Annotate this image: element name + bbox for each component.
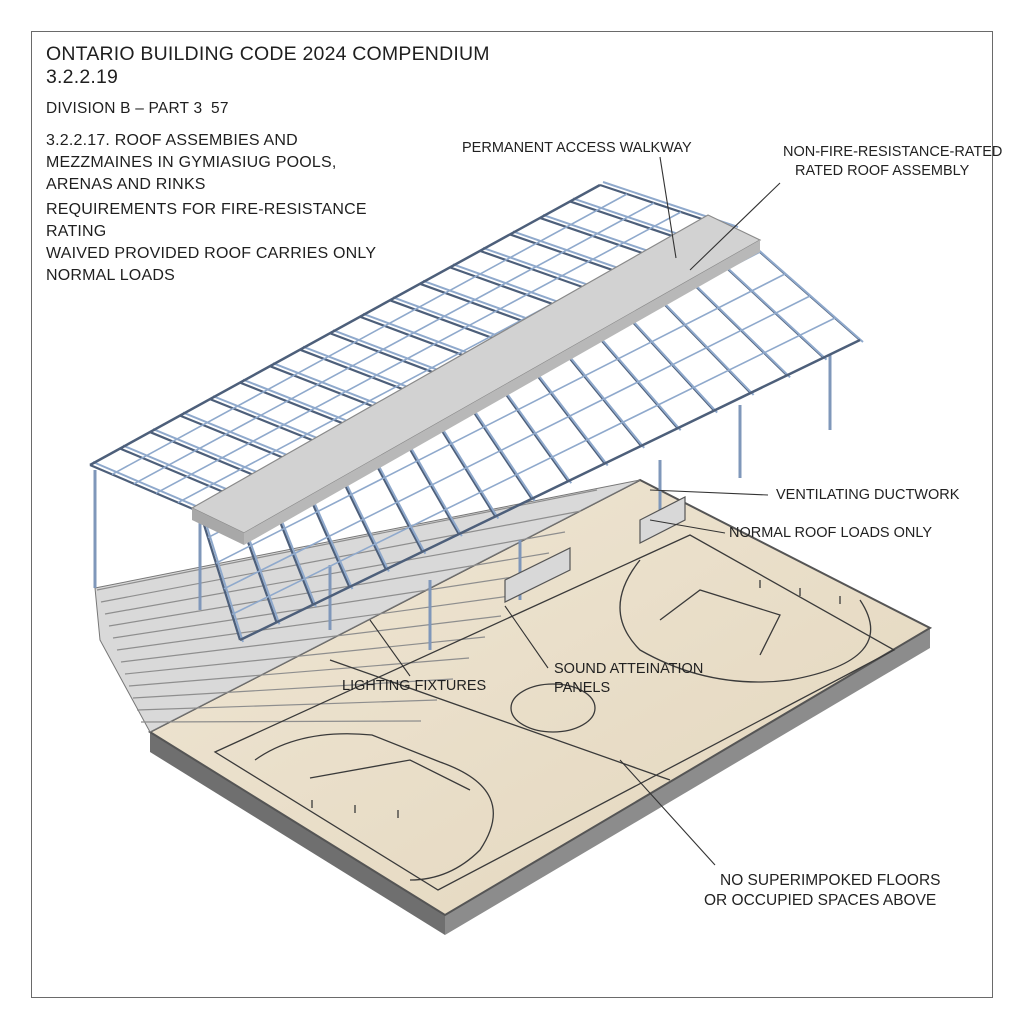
document-title: ONTARIO BUILDING CODE 2024 COMPENDIUM <box>46 43 490 65</box>
roof-rafter <box>179 414 295 464</box>
roof-purlin <box>231 317 836 616</box>
callout-no-floors-line1: NO SUPERIMPOKED FLOORS <box>720 872 941 889</box>
roof-purlin <box>155 211 682 494</box>
roof-rafter-flange <box>122 444 235 494</box>
roof-rafter <box>239 381 358 431</box>
drawing-frame <box>31 31 993 998</box>
bleacher-row <box>112 573 534 639</box>
roof-rafter-flange <box>182 411 298 461</box>
roof-rafter <box>209 398 327 447</box>
bleacher-row <box>116 594 518 651</box>
roof-rafter <box>119 447 232 497</box>
callout-ductwork: VENTILATING DUCTWORK <box>776 487 960 503</box>
roof-purlin <box>215 273 786 564</box>
roof-rafter-flange <box>242 378 361 427</box>
ventilating-ductwork <box>504 496 686 603</box>
roof-rafter <box>198 511 242 641</box>
roof-rafter-flange <box>92 461 204 510</box>
roof-rafter <box>89 463 201 514</box>
leader-lines <box>369 156 781 866</box>
bleacher-row <box>100 510 582 603</box>
section-heading-line: 3.2.2.17. ROOF ASSEMBIES AND <box>46 132 298 149</box>
requirement-text: REQUIREMENTS FOR FIRE-RESISTANCE RATING … <box>46 199 386 287</box>
roof-rafter <box>149 431 264 480</box>
roof-purlin <box>133 202 655 485</box>
steel-columns <box>93 355 832 650</box>
roof-rafter-flange <box>152 428 267 477</box>
clause-number: 3.2.2.19 <box>46 66 119 88</box>
section-heading-line: MEZZMAINES IN GYMIASIUG POOLS, <box>46 154 337 171</box>
division-label: DIVISION B – PART 3 <box>46 100 203 117</box>
requirement-line: WAIVED PROVIDED ROOF CARRIES ONLY <box>46 245 377 262</box>
roof-rafter-flange <box>202 513 244 643</box>
roof-eave-beam <box>239 338 861 642</box>
roof-rafter-flange <box>272 362 393 411</box>
section-heading: 3.2.2.17. ROOF ASSEMBIES AND MEZZMAINES … <box>46 130 346 196</box>
roof-purlin <box>111 193 628 476</box>
basketball-court-lines <box>213 534 896 891</box>
callout-roof-line2: RATED ROOF ASSEMBLY <box>795 163 970 179</box>
roof-rafter-flange <box>332 329 456 378</box>
callout-no-floors-line2: OR OCCUPIED SPACES ABOVE <box>704 892 937 909</box>
bleacher-row <box>136 699 438 711</box>
callout-normal-loads: NORMAL ROOF LOADS ONLY <box>729 525 933 541</box>
bleacher-row <box>120 615 502 663</box>
roof-rafter-flange <box>302 345 424 394</box>
callout-sound-line1: SOUND ATTEINATION <box>554 661 704 677</box>
bleachers <box>94 479 641 733</box>
floor-slab <box>147 478 933 935</box>
bleacher-row <box>128 657 470 687</box>
roof-rafter <box>299 348 421 397</box>
access-walkway <box>190 214 762 545</box>
requirement-line: NORMAL LOADS <box>46 267 175 284</box>
callout-sound-line2: PANELS <box>554 680 611 696</box>
page-number: 57 <box>211 100 229 117</box>
roof-rafter <box>269 365 390 414</box>
section-heading-line: ARENAS AND RINKS <box>46 176 206 193</box>
bleacher-row <box>124 636 486 675</box>
roof-rafter-flange <box>212 395 330 444</box>
bleacher-row <box>132 678 454 699</box>
callout-lighting: LIGHTING FIXTURES <box>342 678 487 694</box>
callout-walkway: PERMANENT ACCESS WALKWAY <box>462 140 692 156</box>
callout-roof-line1: NON-FIRE-RESISTANCE-RATED <box>783 144 1003 160</box>
bleacher-row <box>104 531 566 615</box>
roof-purlin <box>223 295 811 590</box>
requirement-line: REQUIREMENTS FOR FIRE-RESISTANCE RATING <box>46 201 367 240</box>
roof-eave-beam <box>89 183 601 467</box>
